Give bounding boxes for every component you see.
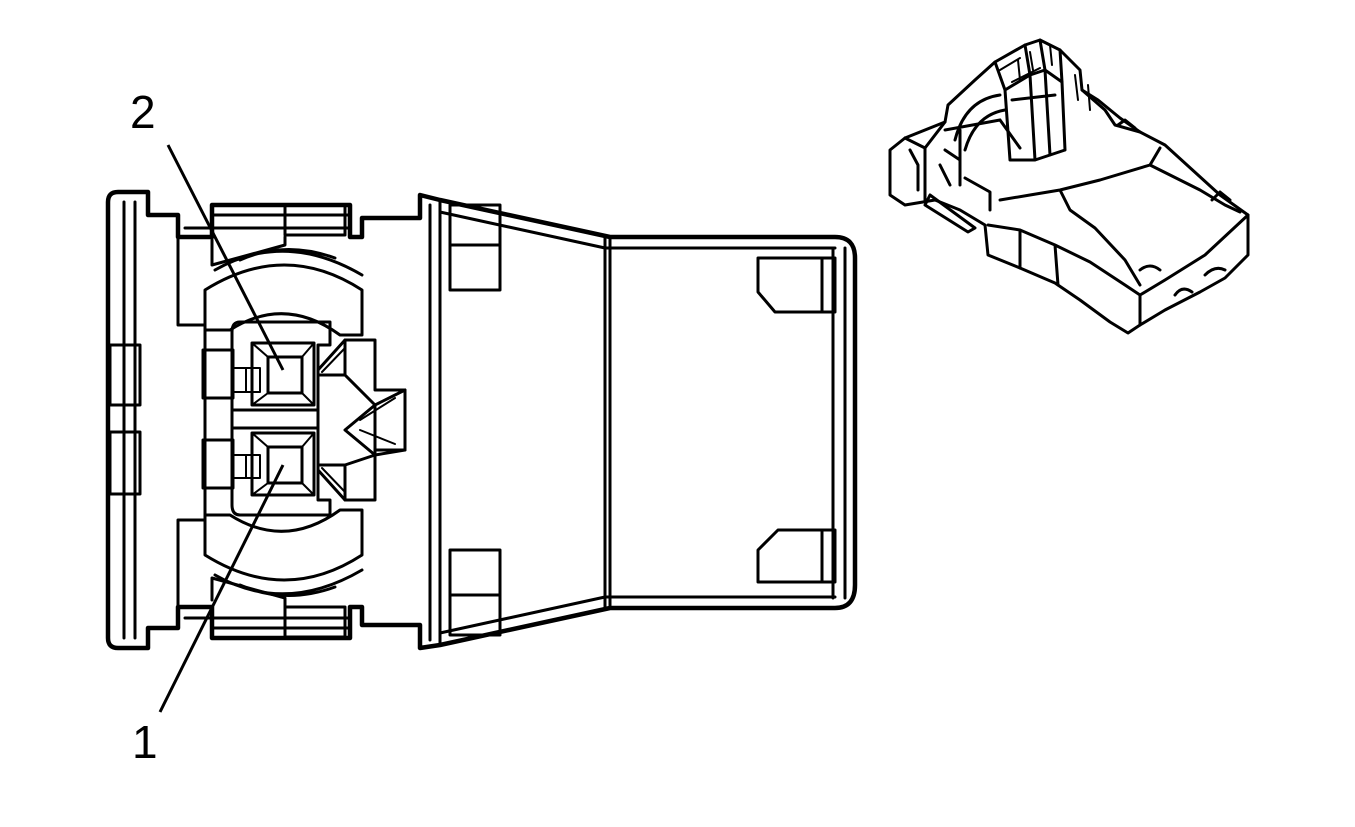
terminal-1: [201, 431, 316, 497]
terminal-2-outer: [250, 341, 316, 407]
iso-top-deck: [903, 88, 1142, 202]
terminal-divider: [230, 408, 320, 430]
housing-outline: [105, 189, 858, 651]
keying-hatch: [321, 347, 396, 493]
housing-inner-edge: [122, 200, 137, 640]
bottom-tab: [283, 605, 347, 639]
connector-face-view: [105, 189, 858, 651]
terminal-2-side-lock: [201, 348, 235, 400]
terminal-2-inner: [266, 355, 304, 395]
bottom-latch-b: [448, 593, 502, 637]
right-clip-top: [756, 256, 837, 314]
terminal-2-bevel: [251, 342, 315, 406]
iso-base-outline: [888, 38, 1250, 335]
terminal-1-inner: [266, 445, 304, 485]
leader-line-2: [166, 144, 285, 371]
iso-top-surface: [998, 146, 1242, 287]
leader-line-1: [158, 464, 285, 713]
lock-arc-bottom: [203, 508, 364, 582]
iso-latch-detail: [999, 44, 1091, 111]
top-rail: [183, 210, 837, 250]
top-tab: [283, 203, 347, 237]
right-clip-bottom: [756, 528, 837, 584]
iso-rear-notches: [1116, 118, 1232, 297]
terminal-cavity: [230, 320, 332, 517]
lock-arc-top-inner: [213, 248, 364, 277]
left-notch-top: [108, 343, 142, 407]
keying-chevron: [316, 338, 407, 502]
terminal-1-bevel: [251, 432, 315, 496]
iso-front-face: [986, 213, 1250, 327]
bottom-rail: [183, 595, 837, 635]
housing-inner-right: [428, 198, 847, 647]
iso-front-teeth: [908, 148, 992, 234]
terminal-2: [201, 341, 316, 407]
callout-2: 2: [130, 86, 156, 138]
callout-1: 1: [132, 716, 158, 768]
connector-isometric-view: [888, 38, 1250, 335]
inner-frame-2: [210, 235, 287, 609]
lock-arc-top: [203, 263, 364, 337]
lock-arc-bottom-inner: [213, 568, 364, 597]
iso-latch-tower: [993, 38, 1067, 162]
terminal-1-side-lock: [201, 438, 235, 490]
terminal-1-outer: [250, 431, 316, 497]
bottom-latch-a: [448, 548, 502, 597]
iso-arc: [953, 93, 1007, 187]
inner-frame: [176, 235, 207, 609]
top-latch-b: [448, 243, 502, 292]
left-notch-bottom: [108, 430, 142, 496]
